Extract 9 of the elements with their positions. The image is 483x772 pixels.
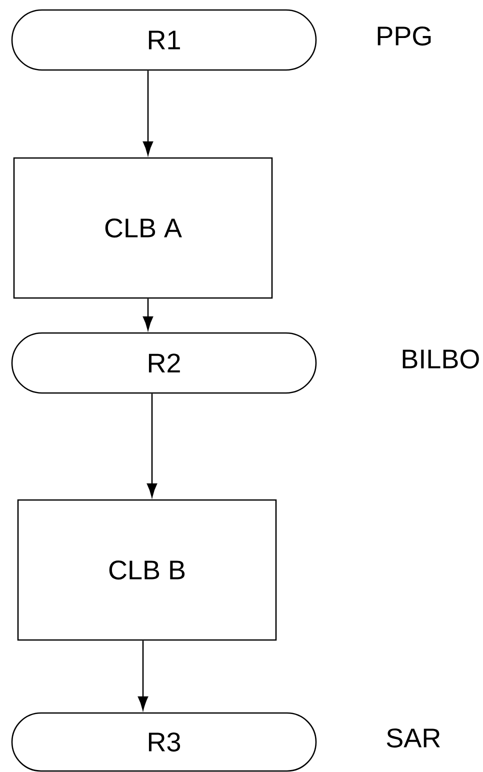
process-box: CLB A [13,157,273,299]
arrow [142,70,154,156]
side-label: SAR [386,728,440,748]
arrow [146,394,158,498]
process-box: CLB B [17,499,277,641]
side-label: BILBO [402,349,479,369]
side-label: PPG [378,26,431,46]
arrow [138,640,148,710]
arrow [142,298,154,330]
